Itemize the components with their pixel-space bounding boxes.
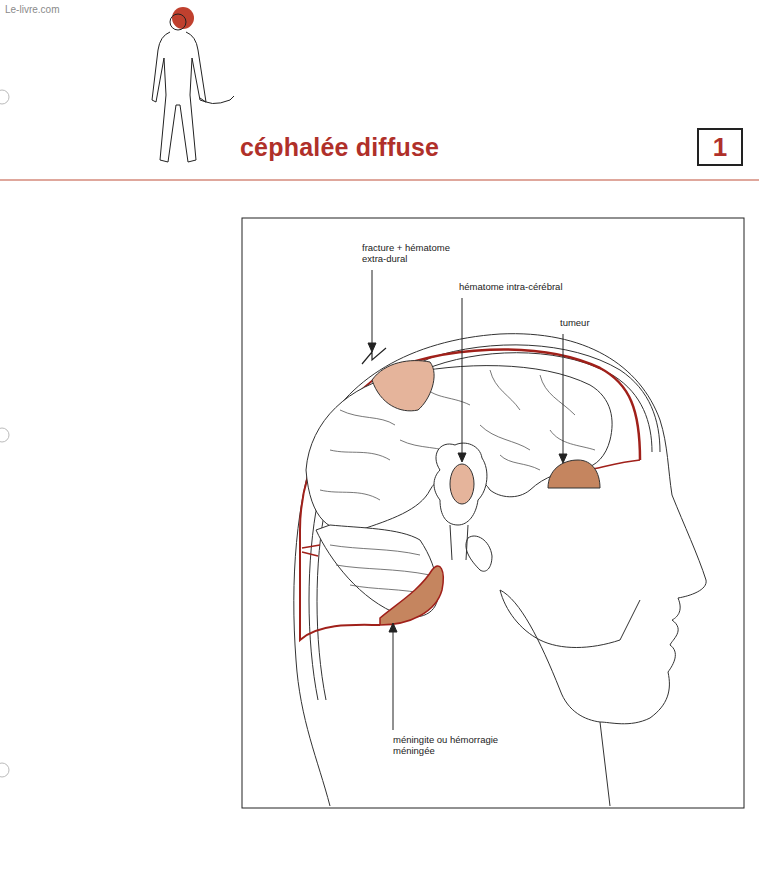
body-icon — [152, 7, 234, 162]
watermark: Le-livre.com — [5, 4, 59, 15]
title-rule — [0, 179, 759, 180]
leader-lines — [368, 270, 567, 730]
callout-label: tumeur — [560, 318, 620, 329]
page-number-box: 1 — [697, 128, 743, 166]
head-illustration — [294, 334, 706, 806]
callout-label: méningite ou hémorragie méningée — [393, 735, 505, 757]
figure-frame — [242, 218, 744, 808]
page-title: céphalée diffuse — [240, 133, 439, 162]
callout-label: fracture + hématome extra-dural — [362, 243, 474, 265]
binder-holes — [0, 90, 9, 777]
page-number: 1 — [713, 132, 727, 163]
callout-label: hématome intra-cérébral — [459, 282, 599, 293]
